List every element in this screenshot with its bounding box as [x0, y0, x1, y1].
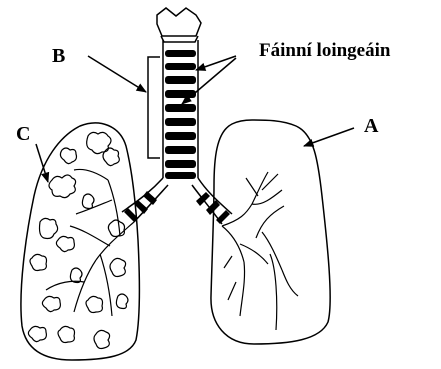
arrow-a [304, 128, 354, 146]
label-b: B [52, 45, 65, 67]
tracheal-rings [165, 50, 196, 179]
bronchi [122, 178, 232, 224]
lung-left [21, 123, 139, 360]
label-c: C [16, 123, 30, 145]
label-a: A [364, 115, 379, 137]
label-b-bracket [148, 57, 160, 158]
arrow-b [88, 56, 146, 92]
label-rings: Fáinní loingeáin [259, 40, 391, 61]
lung-right [211, 120, 330, 344]
